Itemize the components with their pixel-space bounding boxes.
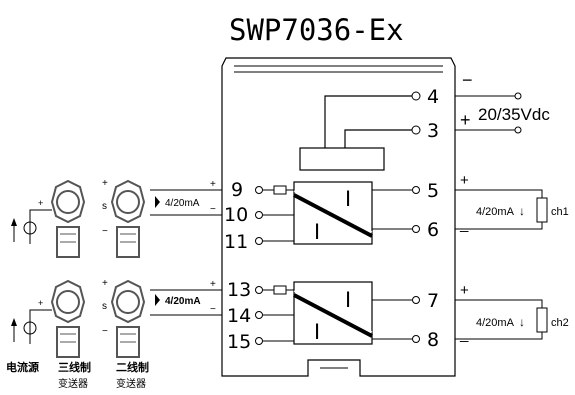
source-plus-2: + [38, 298, 43, 308]
ch1-signal-label: 4/20mA [476, 206, 515, 218]
power-minus-sign: − [462, 70, 473, 90]
terminal-4 [411, 91, 421, 101]
terminal-3 [411, 125, 421, 135]
input-resistor-2 [273, 285, 287, 295]
isolation-mark-in-1: I [314, 219, 320, 244]
terminal-s-1: s [102, 201, 107, 212]
terminal-minus-2: − [102, 326, 108, 337]
ch2-name: ch2 [551, 317, 569, 329]
module-housing [221, 57, 456, 377]
two-wire-transmitter-2 [110, 279, 146, 358]
ch2-out-plus: + [460, 282, 469, 299]
channel-2: I I 13 14 15 7 8 + _ 4/20mA ↓ ch2 + − 4/… [150, 279, 569, 353]
pin-5-label: 5 [427, 180, 439, 202]
pin-11-label: 11 [224, 231, 248, 253]
load-resistor-2 [536, 307, 548, 333]
diagram-title: SWP7036-Ex [229, 13, 404, 47]
two-wire-caption-2: 变送器 [116, 377, 146, 390]
isolator-block-2 [293, 281, 373, 345]
terminal-minus-1: − [102, 226, 108, 237]
two-wire-caption-1: 二线制 [116, 360, 149, 374]
three-wire-transmitter-1 [50, 179, 86, 258]
channel-1: I I 9 10 11 5 6 + _ 4/20mA ↓ ch1 + − [150, 172, 569, 253]
isolation-mark-out-1: I [345, 186, 351, 211]
ch1-transmitter-signal: 4/20mA [165, 198, 200, 209]
two-wire-transmitter-1 [110, 179, 146, 258]
power-voltage-label: 20/35Vdc [478, 105, 550, 124]
load-resistor-1 [536, 197, 548, 223]
input-resistor-1 [273, 185, 287, 195]
current-source-2 [11, 309, 52, 344]
ch1-arrow: ↓ [519, 204, 525, 218]
ch2-out-minus: _ [459, 326, 469, 343]
power-supply-block [299, 147, 385, 171]
power-plus-sign: + [460, 110, 471, 130]
source-plus-1: + [38, 198, 43, 208]
ch2-signal-label: 4/20mA [476, 317, 515, 329]
pin-9-label: 9 [231, 179, 243, 201]
isolation-mark-out-2: I [345, 287, 351, 312]
terminal-plus-1: + [102, 178, 108, 189]
three-wire-transmitter-2 [50, 279, 86, 358]
ch1-out-minus: _ [459, 216, 469, 233]
pin-14-label: 14 [227, 305, 251, 327]
current-source-caption: 电流源 [6, 360, 39, 374]
ch1-name: ch1 [551, 206, 569, 218]
pin-3-label: 3 [427, 120, 439, 142]
three-wire-caption-2: 变送器 [58, 377, 88, 390]
ch2-in-plus: + [210, 279, 216, 290]
three-wire-caption-1: 三线制 [58, 360, 91, 374]
current-source-1 [11, 209, 52, 244]
pin-13-label: 13 [227, 279, 251, 301]
pin-8-label: 8 [427, 329, 439, 351]
terminal-s-2: s [102, 301, 107, 312]
ch2-in-minus: − [210, 304, 216, 315]
pin-15-label: 15 [227, 331, 251, 353]
ch1-in-plus: + [210, 179, 216, 190]
ch1-out-plus: + [460, 172, 469, 189]
pin-7-label: 7 [427, 290, 439, 312]
pin-10-label: 10 [224, 204, 248, 226]
pin-6-label: 6 [427, 219, 439, 241]
pin-4-label: 4 [427, 86, 439, 108]
ch1-in-minus: − [210, 204, 216, 215]
ch2-arrow: ↓ [519, 315, 525, 329]
ch2-transmitter-signal: 4/20mA [165, 296, 201, 307]
power-terminal-plus [514, 126, 522, 134]
isolator-block-1 [293, 181, 373, 245]
isolation-mark-in-2: I [314, 319, 320, 344]
power-terminal-minus [514, 92, 522, 100]
terminal-plus-2: + [102, 278, 108, 289]
